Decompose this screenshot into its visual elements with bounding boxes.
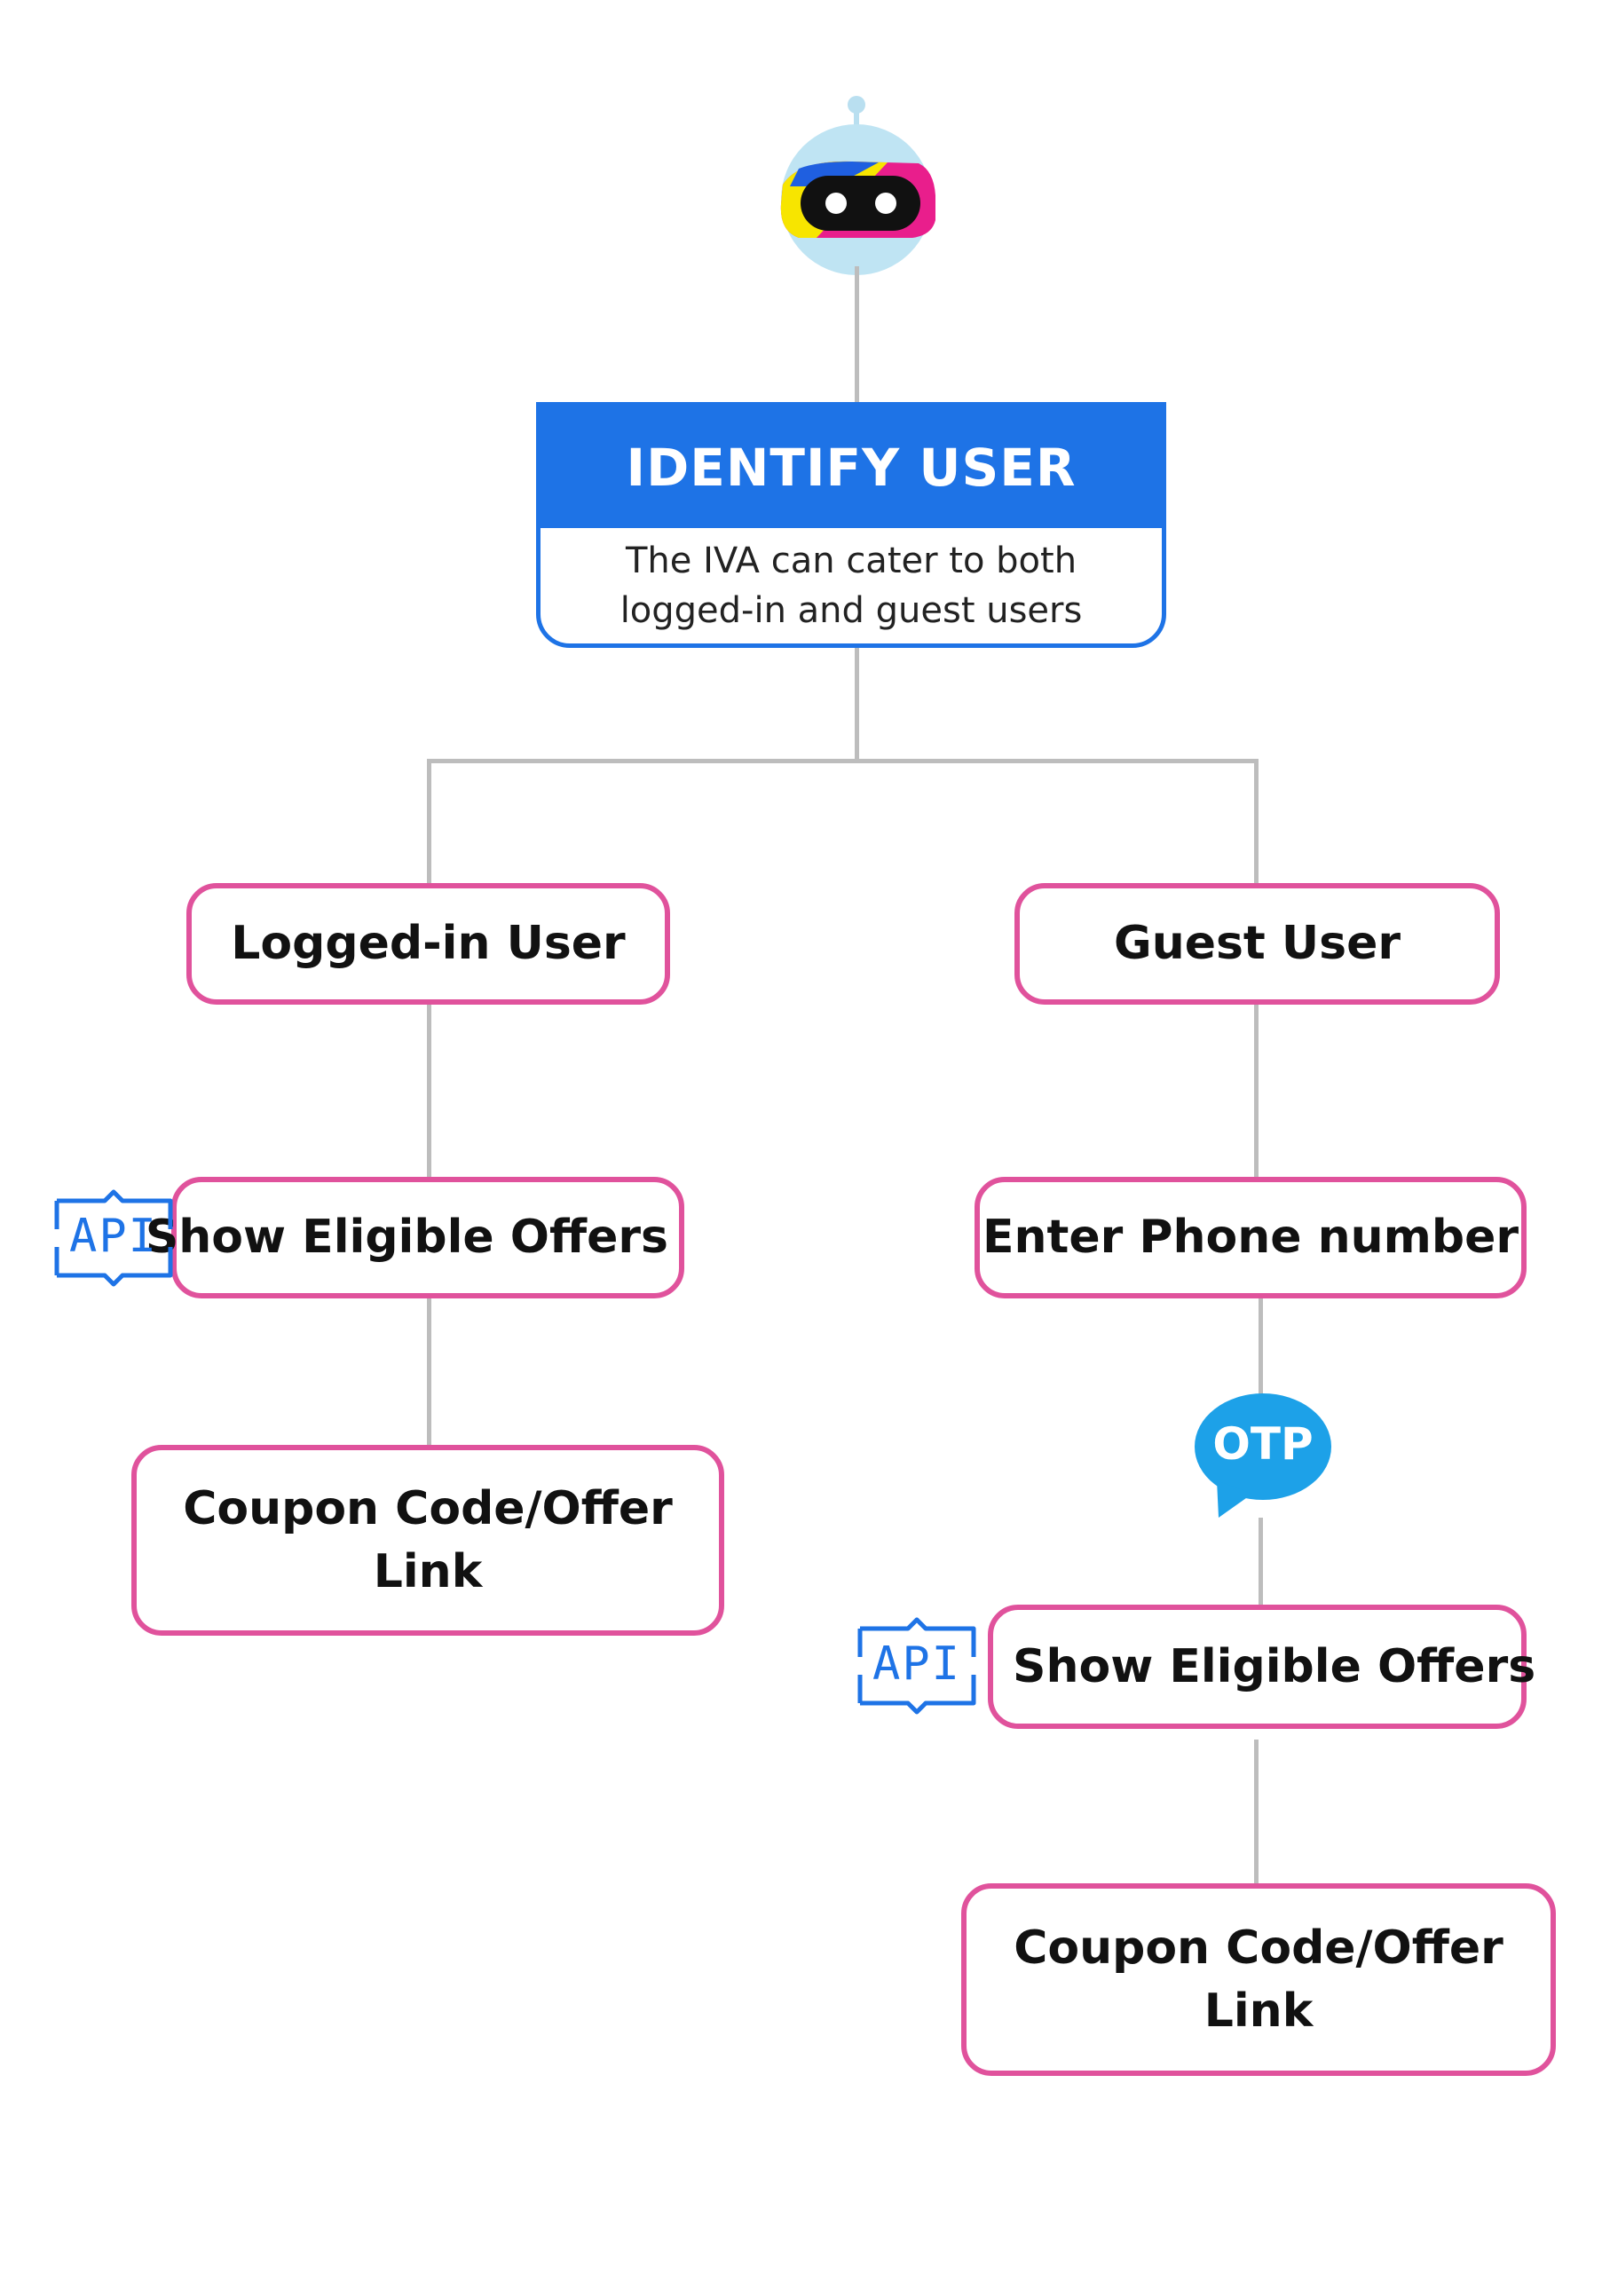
connector-header-down — [855, 646, 859, 761]
description-line-2: logged-in and guest users — [619, 590, 1083, 631]
connector-right-2-otp — [1259, 1298, 1263, 1395]
connector-right-3-4 — [1254, 1740, 1259, 1883]
connector-robot-to-header — [855, 266, 859, 404]
enter-phone-number-node: Enter Phone number — [975, 1177, 1527, 1298]
description-line-1: The IVA can cater to both — [625, 540, 1077, 581]
api-label: API — [872, 1637, 961, 1691]
otp-bubble-icon: OTP — [1192, 1392, 1334, 1520]
guest-user-node: Guest User — [1014, 883, 1500, 1005]
left-coupon-code-node: Coupon Code/Offer Link — [131, 1445, 724, 1636]
right-show-eligible-offers-label: Show Eligible Offers — [1013, 1639, 1536, 1693]
left-coupon-line-1: Coupon Code/Offer — [183, 1482, 673, 1536]
connector-right-1-2 — [1254, 1003, 1259, 1179]
guest-user-label: Guest User — [1114, 917, 1401, 971]
robot-icon — [780, 96, 935, 275]
connector-otp-3 — [1259, 1518, 1263, 1606]
connector-left-down — [427, 759, 431, 886]
left-coupon-line-2: Link — [373, 1544, 483, 1598]
connector-left-1-2 — [427, 1003, 431, 1179]
identify-user-title: IDENTIFY USER — [541, 406, 1162, 528]
connector-left-2-3 — [427, 1298, 431, 1447]
identify-user-box: IDENTIFY USER The IVA can cater to both … — [536, 402, 1166, 648]
left-show-eligible-offers-node: Show Eligible Offers — [146, 1177, 684, 1298]
api-icon: API — [855, 1611, 979, 1722]
right-coupon-line-1: Coupon Code/Offer — [1014, 1921, 1503, 1976]
enter-phone-number-label: Enter Phone number — [982, 1211, 1519, 1265]
right-coupon-code-node: Coupon Code/Offer Link — [961, 1883, 1556, 2076]
right-show-eligible-offers-node: Show Eligible Offers — [988, 1605, 1535, 1729]
api-icon: API — [51, 1183, 176, 1294]
identify-user-description: The IVA can cater to both logged-in and … — [541, 528, 1162, 643]
logged-in-user-label: Logged-in User — [231, 917, 626, 971]
connector-horizontal — [427, 759, 1259, 763]
logged-in-user-node: Logged-in User — [186, 883, 670, 1005]
otp-label: OTP — [1212, 1418, 1314, 1470]
right-coupon-line-2: Link — [1203, 1984, 1314, 2038]
connector-right-down — [1254, 759, 1259, 886]
api-label: API — [69, 1210, 158, 1263]
left-show-eligible-offers-label: Show Eligible Offers — [145, 1211, 668, 1265]
